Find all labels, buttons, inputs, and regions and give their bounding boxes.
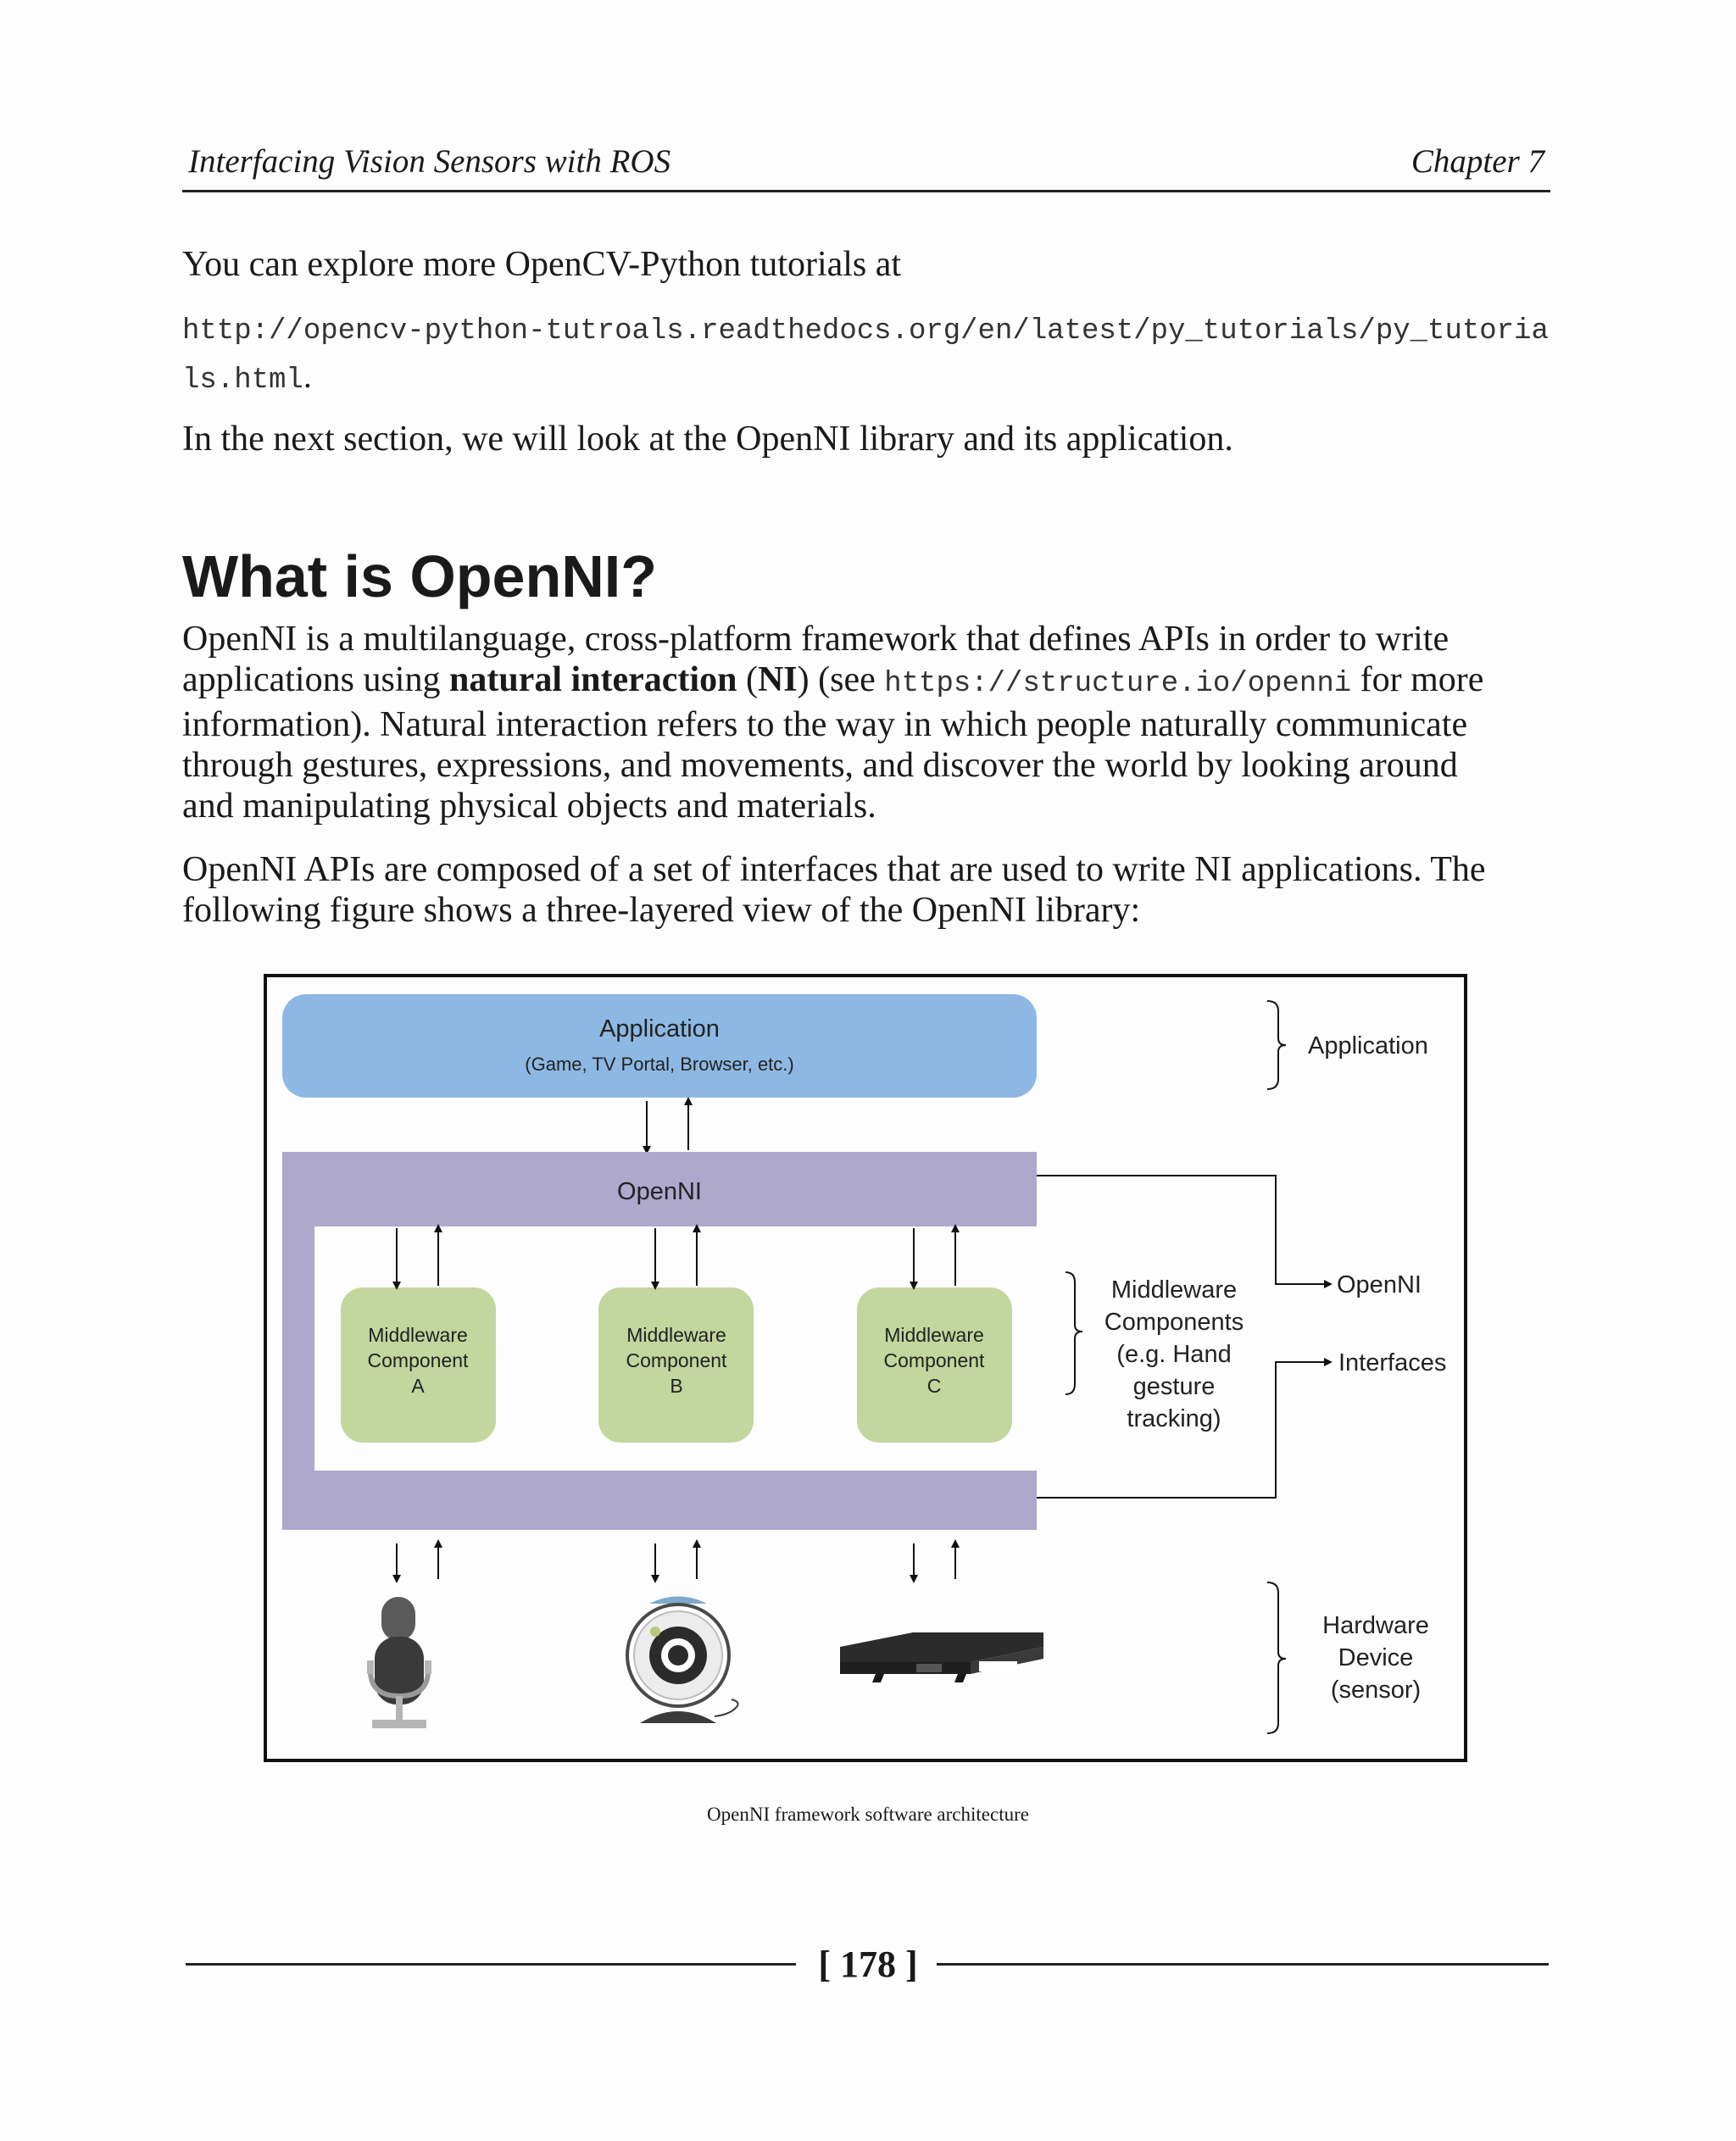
application-box-subtitle: (Game, TV Portal, Browser, etc.) (525, 1054, 793, 1075)
header-rule (182, 190, 1550, 192)
component-b-line1: Middleware (626, 1324, 726, 1346)
paragraph-openni-apis: OpenNI APIs are composed of a set of int… (182, 849, 1555, 931)
brace-middleware (1065, 1271, 1083, 1395)
intro-text-b: ( (737, 660, 758, 699)
hardware-note-1: Hardware (1322, 1612, 1429, 1639)
connector-openni-bottom (1037, 1358, 1333, 1499)
term-ni: NI (757, 660, 798, 699)
intro-text-c: ) (see (797, 660, 885, 699)
intro-line-1: OpenNI is a multilanguage, cross-platfor… (182, 620, 1449, 659)
application-box-title: Application (599, 1015, 720, 1043)
footer-rule-left (186, 1963, 796, 1966)
component-a-line3: A (411, 1375, 425, 1397)
running-header-chapter: Chapter 7 (1410, 143, 1544, 180)
label-openni: OpenNI (1337, 1271, 1422, 1299)
application-box (282, 994, 1037, 1098)
term-natural-interaction: natural interaction (448, 660, 737, 699)
hardware-note-2: Device (1338, 1644, 1414, 1671)
structure-io-link[interactable]: https://structure.io/openni (884, 668, 1352, 700)
figure-canvas: Application (Game, TV Portal, Browser, e… (282, 994, 1446, 1734)
middleware-component-b (598, 1287, 754, 1443)
component-c-line2: Component (884, 1349, 986, 1371)
intro-line-4: through gestures, expressions, and movem… (182, 746, 1458, 785)
intro-text-a: applications using (182, 660, 449, 699)
component-c-line3: C (927, 1375, 942, 1397)
footer-rule-right (937, 1963, 1549, 1966)
component-b-line3: B (670, 1375, 682, 1397)
intro-line-3: information). Natural interaction refers… (182, 705, 1468, 744)
figure-caption: OpenNI framework software architecture (707, 1804, 1029, 1825)
intro-text-d: for more (1351, 660, 1484, 699)
intro-line-2: applications using natural interaction (… (182, 659, 1555, 704)
opencv-tutorials-url-line2: ls.html. (182, 356, 312, 397)
paragraph-openni-intro: OpenNI is a multilanguage, cross-platfor… (182, 619, 1555, 826)
openni-architecture-figure: Application (Game, TV Portal, Browser, e… (264, 974, 1467, 1762)
page-number: [ 178 ] (818, 1944, 918, 1985)
opencv-tutorials-url-line1[interactable]: http://opencv-python-tutroals.readthedoc… (182, 315, 1549, 348)
url-period: . (303, 357, 312, 395)
middleware-note-2: Components (1104, 1309, 1244, 1336)
openni-layer (282, 1152, 1037, 1530)
middleware-component-a (341, 1287, 496, 1443)
paragraph-opencv: You can explore more OpenCV-Python tutor… (182, 245, 902, 284)
opencv-tutorials-url-end[interactable]: ls.html (182, 364, 303, 397)
hardware-note-3: (sensor) (1331, 1677, 1421, 1704)
connector-openni-top (1037, 1175, 1333, 1288)
brace-application (1266, 1000, 1287, 1090)
webcam-icon (626, 1596, 739, 1723)
label-interfaces: Interfaces (1338, 1349, 1446, 1376)
component-b-line2: Component (626, 1349, 728, 1371)
apis-line-2: following figure shows a three-layered v… (182, 891, 1141, 930)
middleware-note-5: tracking) (1127, 1405, 1221, 1432)
middleware-note-1: Middleware (1111, 1276, 1237, 1304)
running-header-title: Interfacing Vision Sensors with ROS (188, 143, 671, 180)
component-a-line1: Middleware (368, 1324, 468, 1346)
brace-hardware (1266, 1582, 1287, 1734)
section-heading: What is OpenNI? (182, 543, 657, 609)
intro-line-5: and manipulating physical objects and ma… (182, 787, 876, 826)
middleware-component-c (857, 1287, 1012, 1443)
microphone-icon (367, 1597, 431, 1728)
depth-sensor-icon (840, 1632, 1043, 1682)
component-c-line1: Middleware (884, 1324, 984, 1346)
openni-layer-label: OpenNI (617, 1178, 702, 1205)
paragraph-next-section: In the next section, we will look at the… (182, 420, 1233, 459)
component-a-line2: Component (368, 1349, 470, 1371)
middleware-note-3: (e.g. Hand (1116, 1341, 1231, 1368)
apis-line-1: OpenNI APIs are composed of a set of int… (182, 850, 1486, 889)
label-application: Application (1308, 1032, 1428, 1059)
middleware-note-4: gesture (1133, 1373, 1216, 1400)
